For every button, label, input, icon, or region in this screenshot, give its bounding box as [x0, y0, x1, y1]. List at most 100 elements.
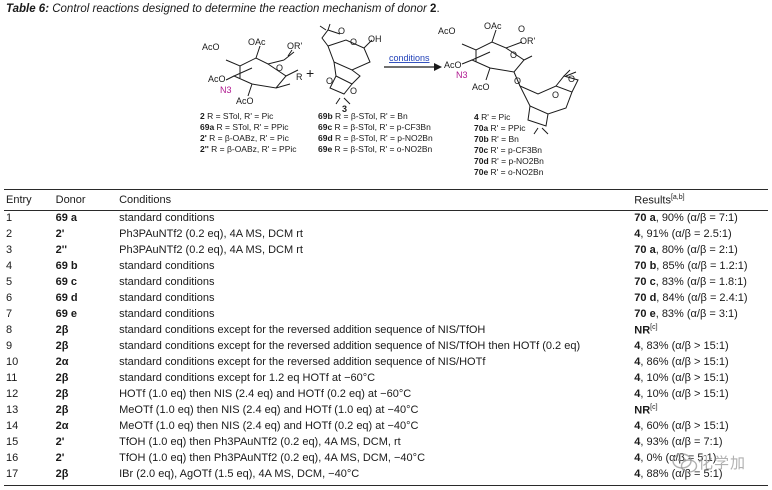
product-def-5: 70d R' = p-NO2Bn — [474, 156, 544, 166]
cell-conditions: standard conditions — [119, 308, 215, 320]
cell-entry: 13 — [6, 404, 19, 416]
donor-def-1: 2 R = STol, R' = Pic — [200, 111, 274, 121]
cell-conditions: IBr (2.0 eq), AgOTf (1.5 eq), 4A MS, DCM… — [119, 468, 360, 480]
result-footnote: [c] — [650, 403, 658, 411]
result-text: , 83% (α/β = 1.8:1) — [655, 276, 747, 288]
donor-label: 69 e — [55, 308, 78, 320]
donor-label: 2' — [55, 228, 65, 240]
cell-conditions: TfOH (1.0 eq) then Ph3PAuNTf2 (0.2 eq), … — [119, 452, 426, 464]
result-text: , 10% (α/β > 15:1) — [640, 372, 729, 384]
cell-entry: 12 — [6, 388, 19, 400]
header-donor: Donor — [55, 194, 86, 206]
cell-conditions: Ph3PAuNTf2 (0.2 eq), 4A MS, DCM rt — [119, 228, 303, 240]
product-ring-o-carbonyl: O — [518, 24, 525, 34]
result-product: 4 — [634, 228, 641, 240]
cell-result: 4, 88% (α/β = 5:1) — [634, 466, 768, 482]
result-product: 4 — [634, 340, 641, 352]
product-ring-o4: O — [568, 74, 575, 84]
result-product: 70 a — [634, 244, 656, 256]
cell-conditions: standard conditions except for the rever… — [119, 324, 486, 336]
cell-donor: 2' — [56, 226, 119, 242]
result-text: , 88% (α/β = 5:1) — [640, 468, 723, 480]
product-group-aco-top: AcO — [438, 26, 456, 36]
cell-result: 70 d, 84% (α/β = 2.4:1) — [634, 290, 768, 306]
donor-def-4: 2'' R = β-OABz, R' = PPic — [200, 144, 297, 154]
cell-donor: 69 a — [56, 210, 119, 226]
donor-label: 2β — [55, 388, 69, 400]
cell-result: 70 a, 80% (α/β = 2:1) — [634, 242, 768, 258]
cell-result: 70 e, 83% (α/β = 3:1) — [634, 306, 768, 322]
cell-entry: 8 — [6, 324, 13, 336]
table-row: 8 2β standard conditions except for the re… — [4, 322, 768, 338]
cell-donor: 69 d — [56, 290, 119, 306]
cell-entry: 17 — [6, 468, 19, 480]
cell-result: 70 c, 83% (α/β = 1.8:1) — [634, 274, 768, 290]
result-text: , 93% (α/β = 7:1) — [640, 436, 723, 448]
donor-definitions: 2 R = STol, R' = Pic 69a R = STol, R' = … — [200, 111, 297, 154]
cell-conditions: standard conditions except for the rever… — [119, 356, 486, 368]
product-group-aco-mid: AcO — [444, 60, 462, 70]
donor-group-r: R — [296, 72, 303, 82]
product-structure — [461, 29, 579, 135]
result-product: NR — [634, 324, 651, 337]
result-text: , 83% (α/β > 15:1) — [640, 340, 729, 352]
cell-conditions: standard conditions except for the rever… — [119, 340, 581, 352]
cell-conditions: standard conditions — [119, 212, 215, 224]
cell-entry: 11 — [6, 372, 18, 384]
cell-result: 4, 93% (α/β = 7:1) — [634, 434, 768, 450]
cell-conditions: standard conditions — [119, 292, 215, 304]
cell-entry: 16 — [6, 452, 19, 464]
product-definitions: 4 R' = Pic 70a R' = PPic 70b R' = Bn 70c… — [474, 112, 544, 177]
cell-result: NR[c] — [634, 402, 768, 418]
product-group-or: OR' — [520, 36, 536, 46]
cell-result: 4, 86% (α/β > 15:1) — [634, 354, 768, 370]
cell-entry: 5 — [6, 276, 13, 288]
table-bottom-rule — [4, 485, 768, 486]
table-header-rule — [4, 210, 768, 211]
result-text: , 86% (α/β > 15:1) — [640, 356, 729, 368]
cell-donor: 69 b — [56, 258, 119, 274]
header-entry: Entry — [6, 194, 32, 206]
result-product: 4 — [634, 436, 641, 448]
donor-label: 2β — [55, 324, 69, 336]
donor-group-azide: N3 — [220, 85, 232, 95]
result-text: , 60% (α/β > 15:1) — [640, 420, 729, 432]
donor-group-or: OR' — [287, 41, 303, 51]
result-product: 4 — [634, 388, 641, 400]
acceptor-group-oh: OH — [368, 34, 382, 44]
cell-donor: 2' — [56, 434, 119, 450]
result-product: 4 — [634, 468, 641, 480]
donor-label: 69 b — [55, 260, 78, 272]
cell-conditions: Ph3PAuNTf2 (0.2 eq), 4A MS, DCM rt — [119, 244, 303, 256]
acceptor-definitions: 69b R = β-STol, R' = Bn 69c R = β-STol, … — [318, 111, 433, 154]
donor-label: 2β — [55, 372, 69, 384]
result-product: 4 — [634, 372, 641, 384]
product-def-2: 70a R' = PPic — [474, 123, 526, 133]
result-product: 70 c — [634, 276, 656, 288]
result-text: , 83% (α/β = 3:1) — [655, 308, 738, 320]
result-product: 4 — [634, 420, 641, 432]
cell-conditions: standard conditions — [119, 260, 215, 272]
acceptor-ring-o3: O — [326, 76, 333, 86]
acceptor-def-1: 69b R = β-STol, R' = Bn — [318, 111, 408, 121]
cell-result: 4, 0% (α/β = 5:1) — [634, 450, 768, 466]
cell-donor: 2α — [56, 354, 119, 370]
donor-label: 2β — [55, 340, 69, 352]
donor-label: 2β — [55, 468, 69, 480]
cell-entry: 2 — [6, 228, 13, 240]
cell-result: 70 b, 85% (α/β = 1.2:1) — [634, 258, 768, 274]
cell-donor: 2α — [56, 418, 119, 434]
cell-donor: 2β — [56, 370, 119, 386]
cell-conditions: standard conditions except for 1.2 eq HO… — [119, 372, 376, 384]
product-ring-o2: O — [514, 76, 521, 86]
